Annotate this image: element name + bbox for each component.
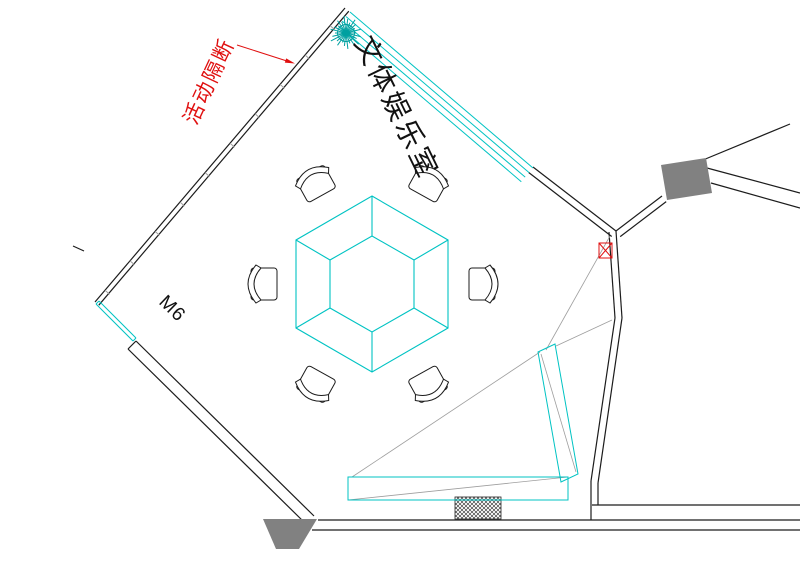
walls (72, 7, 800, 531)
leader-arrowhead (284, 58, 295, 64)
cabinets (347, 343, 579, 501)
plant-symbol (330, 16, 361, 49)
chair (247, 264, 278, 304)
partition-label: 活动隔断 (180, 35, 240, 128)
column-top-right (661, 158, 712, 200)
chair (404, 363, 453, 408)
chairs (247, 160, 499, 408)
partition-ticks (104, 25, 335, 295)
partition-leader (236, 44, 295, 64)
columns (263, 158, 712, 549)
chair (468, 264, 499, 304)
chair (291, 363, 340, 408)
hexagonal-table (295, 195, 449, 373)
room-label: 文体娱乐室 (349, 31, 445, 184)
window-marker (598, 242, 613, 259)
column-bottom-left (263, 519, 317, 549)
door-label: M6 (155, 291, 190, 326)
door-m6 (95, 300, 137, 342)
glass-partition-band (337, 11, 534, 183)
hatched-column (454, 496, 502, 520)
chair (291, 160, 340, 205)
